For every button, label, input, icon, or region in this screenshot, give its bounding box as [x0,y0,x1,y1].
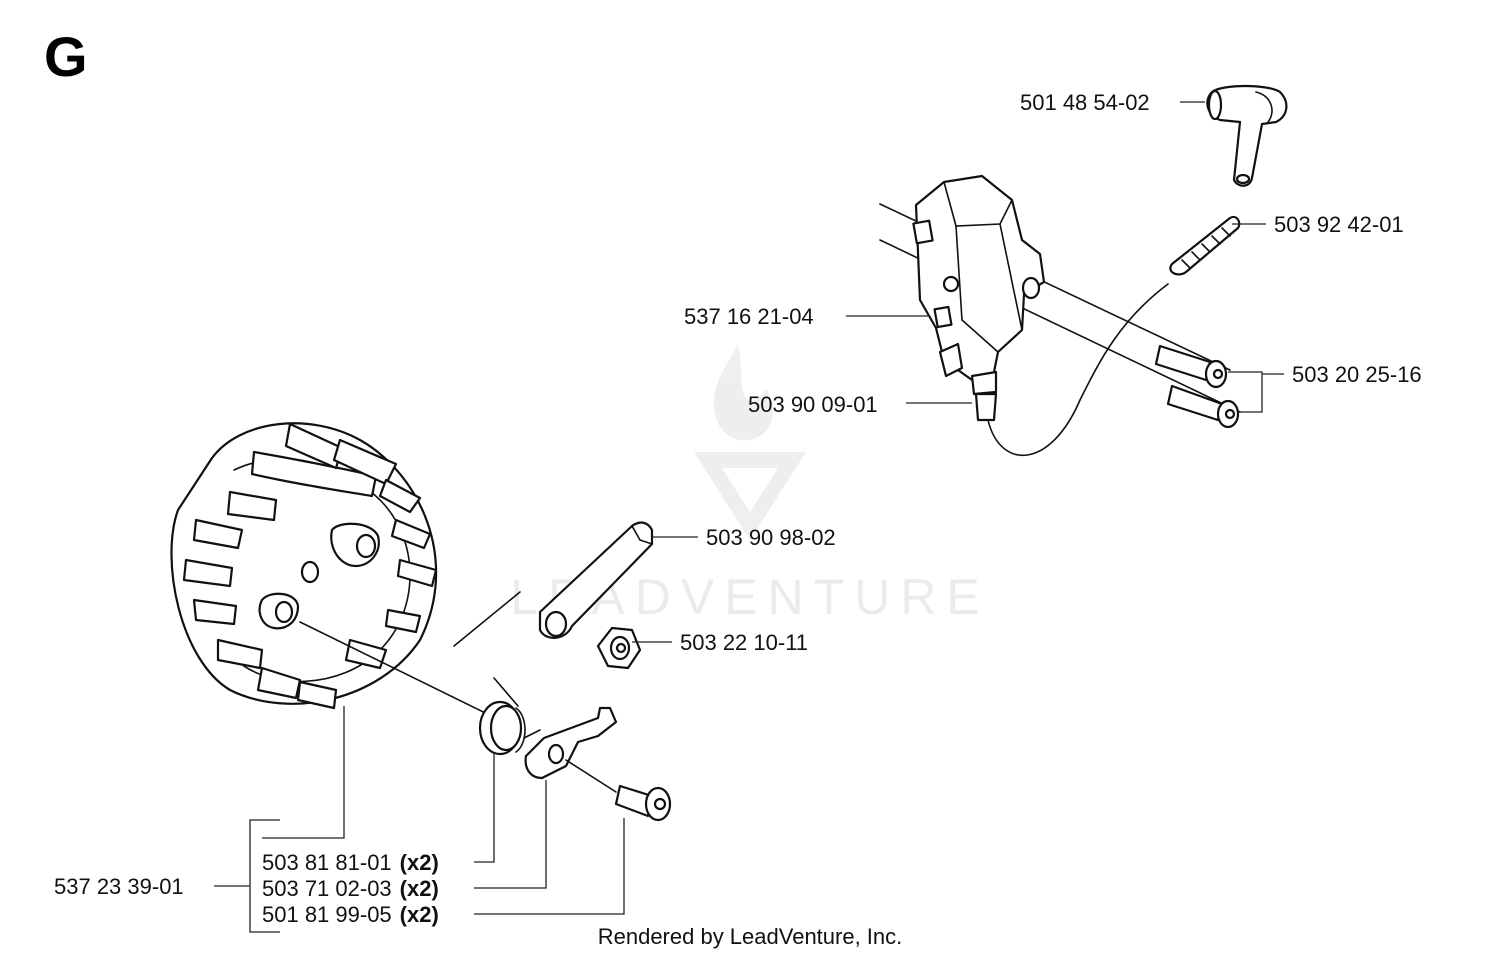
label-503-71-02-03[interactable]: 503 71 02-03 (x2) [262,876,439,901]
label-537-23-39-01[interactable]: 537 23 39-01 [54,874,184,899]
label-501-48-54-02[interactable]: 501 48 54-02 [1020,90,1150,115]
qty-badge: (x2) [400,850,439,875]
pawl-spring[interactable] [478,677,541,756]
label-503-90-09-01[interactable]: 503 90 09-01 [748,392,878,417]
part-labels: 501 48 54-02 503 92 42-01 537 16 21-04 5… [54,90,1422,927]
part-number: 503 71 02-03 [262,876,392,901]
label-503-92-42-01[interactable]: 503 92 42-01 [1274,212,1404,237]
pawl-plate[interactable] [524,706,618,780]
leader-lines [214,101,1284,933]
starter-pawl[interactable] [538,521,654,639]
render-credit: Rendered by LeadVenture, Inc. [598,924,903,949]
leadventure-logo-icon [694,345,806,540]
label-503-20-25-16[interactable]: 503 20 25-16 [1292,362,1422,387]
label-501-81-99-05[interactable]: 501 81 99-05 (x2) [262,902,439,927]
shoulder-screw[interactable] [565,759,672,822]
label-503-90-98-02[interactable]: 503 90 98-02 [706,525,836,550]
label-537-16-21-04[interactable]: 537 16 21-04 [684,304,814,329]
ignition-module[interactable] [879,174,1241,422]
ignition-wire [987,283,1169,456]
label-503-81-81-01[interactable]: 503 81 81-01 (x2) [262,850,439,875]
section-letter: G [44,25,88,88]
spark-plug-cap[interactable] [1206,84,1288,187]
nut[interactable] [596,626,642,670]
module-screws[interactable] [1154,344,1240,429]
label-503-22-10-11[interactable]: 503 22 10-11 [680,630,808,655]
flywheel-axis-line-2 [453,591,521,647]
qty-badge: (x2) [400,876,439,901]
ignition-spring[interactable] [1169,215,1241,276]
flywheel[interactable] [170,422,438,710]
part-number: 503 81 81-01 [262,850,392,875]
qty-badge: (x2) [400,902,439,927]
part-number: 501 81 99-05 [262,902,392,927]
